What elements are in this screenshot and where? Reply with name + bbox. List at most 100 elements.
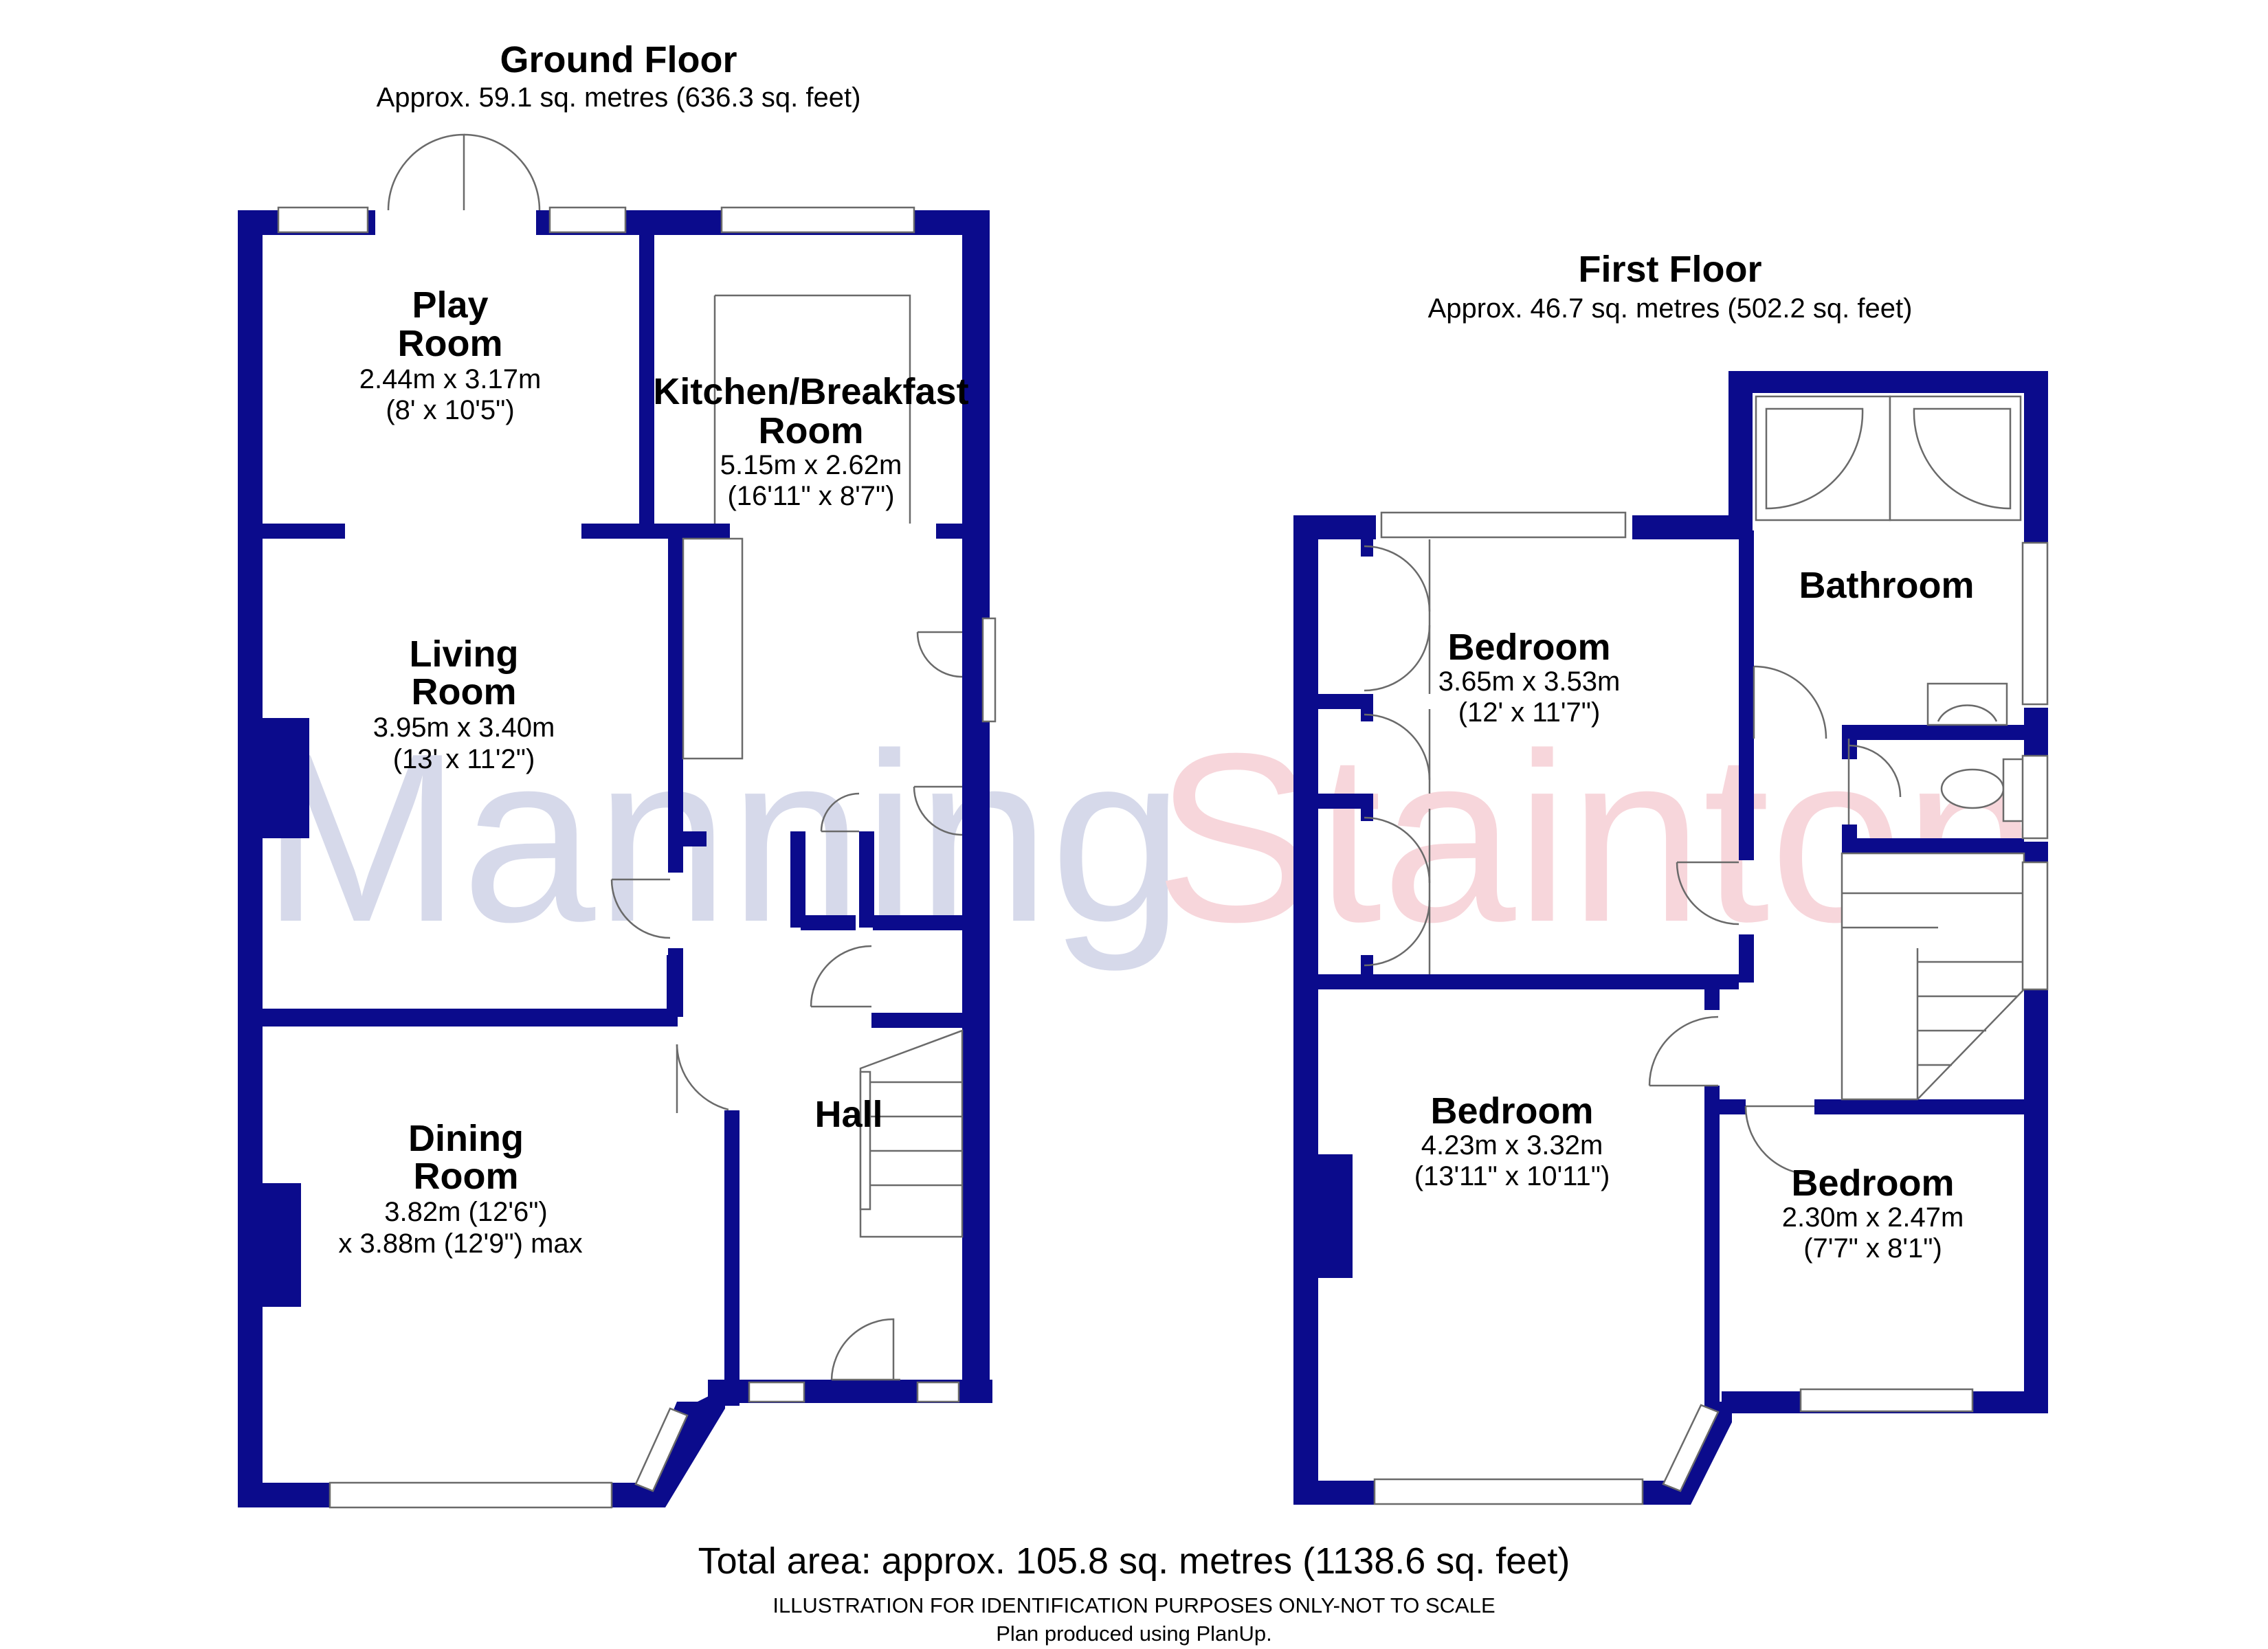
play-room-dim-1: 2.44m x 3.17m: [359, 364, 542, 394]
wall: [1704, 983, 1720, 1010]
play-room-name-2: Room: [398, 323, 503, 364]
ground-floor-title: Ground Floor: [500, 39, 737, 80]
door: [1744, 1105, 1815, 1176]
staircase: [859, 1029, 964, 1238]
window: [2021, 754, 2049, 840]
fireplace: [1318, 1154, 1353, 1278]
bedroom-3-dim-1: 2.30m x 2.47m: [1782, 1202, 1964, 1233]
ground-floor-area: Approx. 59.1 sq. metres (636.3 sq. feet): [377, 82, 861, 113]
wall: [238, 210, 263, 1507]
wall: [1814, 1099, 2024, 1114]
living-room-name-2: Room: [412, 671, 517, 713]
wardrobe-divider: [1318, 794, 1370, 809]
kitchen-name-2: Room: [759, 410, 864, 451]
window: [329, 1481, 613, 1509]
wall: [1704, 1099, 1746, 1114]
bedroom-3-dim-2: (7'7" x 8'1"): [1803, 1233, 1942, 1264]
door: [1648, 1016, 1719, 1087]
wall: [724, 1110, 740, 1406]
wardrobe-divider: [1318, 694, 1370, 709]
total-area: Total area: approx. 105.8 sq. metres (11…: [698, 1540, 1570, 1582]
bedroom-2-name: Bedroom: [1430, 1090, 1593, 1132]
wall: [790, 831, 805, 928]
door: [610, 878, 682, 1017]
bedroom-2-dim-2: (13'11" x 10'11"): [1414, 1161, 1610, 1191]
wall: [801, 915, 856, 930]
play-room-dim-2: (8' x 10'5"): [386, 395, 514, 425]
wall: [263, 1009, 678, 1027]
wall: [873, 915, 962, 930]
dining-room-name-1: Dining: [408, 1118, 524, 1159]
kitchen-dim-1: 5.15m x 2.62m: [720, 450, 902, 480]
wall: [1632, 515, 1742, 539]
door: [676, 1044, 729, 1113]
door: [1676, 861, 1739, 926]
window: [1662, 1404, 1720, 1492]
fireplace: [263, 718, 309, 838]
window: [548, 206, 627, 234]
window: [748, 1381, 805, 1403]
wardrobe-divider: [1361, 694, 1373, 721]
wall: [668, 831, 707, 846]
shower: [1889, 395, 2022, 521]
wall: [1704, 1099, 1720, 1412]
first-floor-title: First Floor: [1579, 249, 1762, 290]
dining-room-name-2: Room: [414, 1156, 519, 1197]
window: [1799, 1388, 1974, 1413]
window: [720, 206, 915, 234]
bathroom-name: Bathroom: [1799, 565, 1975, 606]
living-room-dim-1: 3.95m x 3.40m: [373, 713, 555, 743]
staircase: [1841, 852, 2025, 1101]
shower: [1755, 395, 1891, 521]
window: [277, 206, 369, 234]
window: [1380, 511, 1627, 539]
wall: [871, 1013, 962, 1028]
first-floor-plan: [1293, 371, 2049, 1505]
living-room-dim-2: (13' x 11'2"): [393, 744, 535, 774]
dining-room-dim-2: x 3.88m (12'9") max: [338, 1229, 582, 1259]
wall: [1318, 974, 1739, 989]
wall: [1842, 725, 2024, 740]
bedroom-1-dim-1: 3.65m x 3.53m: [1438, 666, 1621, 697]
hall-name: Hall: [814, 1094, 882, 1135]
kitchen-worktop: [682, 537, 744, 760]
disclaimer: ILLUSTRATION FOR IDENTIFICATION PURPOSES…: [772, 1593, 1495, 1617]
door: [1753, 665, 1827, 739]
produced-by: Plan produced using PlanUp.: [996, 1622, 1272, 1646]
bedroom-2-dim-1: 4.23m x 3.32m: [1421, 1130, 1603, 1160]
kitchen-name-1: Kitchen/Breakfast: [653, 371, 968, 412]
wall: [1293, 515, 1376, 539]
wall: [639, 210, 654, 526]
wall: [1728, 371, 1753, 539]
window: [634, 1407, 689, 1492]
bedroom-3-name: Bedroom: [1791, 1163, 1954, 1204]
wall: [1842, 838, 2024, 853]
window: [916, 1381, 960, 1403]
toilet: [1940, 758, 2025, 822]
fireplace: [263, 1183, 301, 1307]
play-room-name-1: Play: [412, 284, 488, 326]
ground-floor-plan: [238, 133, 997, 1509]
door: [1847, 739, 1902, 824]
wall: [2024, 502, 2048, 536]
living-room-name-1: Living: [410, 633, 519, 675]
window: [2021, 861, 2049, 991]
bedroom-1-name: Bedroom: [1447, 627, 1610, 668]
sink: [1926, 682, 2008, 726]
door: [820, 792, 860, 833]
wardrobe-doors: [1364, 539, 1431, 974]
window: [1373, 1478, 1644, 1505]
bedroom-1-dim-2: (12' x 11'7"): [1458, 697, 1601, 728]
wall: [2024, 708, 2048, 756]
wall: [1728, 371, 2048, 393]
kitchen-worktop: [715, 294, 911, 524]
wall: [1842, 824, 1857, 845]
wall: [2024, 989, 2048, 1413]
door: [810, 945, 872, 1008]
wall: [2024, 842, 2048, 862]
wall: [1739, 530, 1754, 860]
first-floor-area: Approx. 46.7 sq. metres (502.2 sq. feet): [1428, 293, 1913, 324]
door: [913, 785, 963, 836]
door: [916, 617, 997, 723]
